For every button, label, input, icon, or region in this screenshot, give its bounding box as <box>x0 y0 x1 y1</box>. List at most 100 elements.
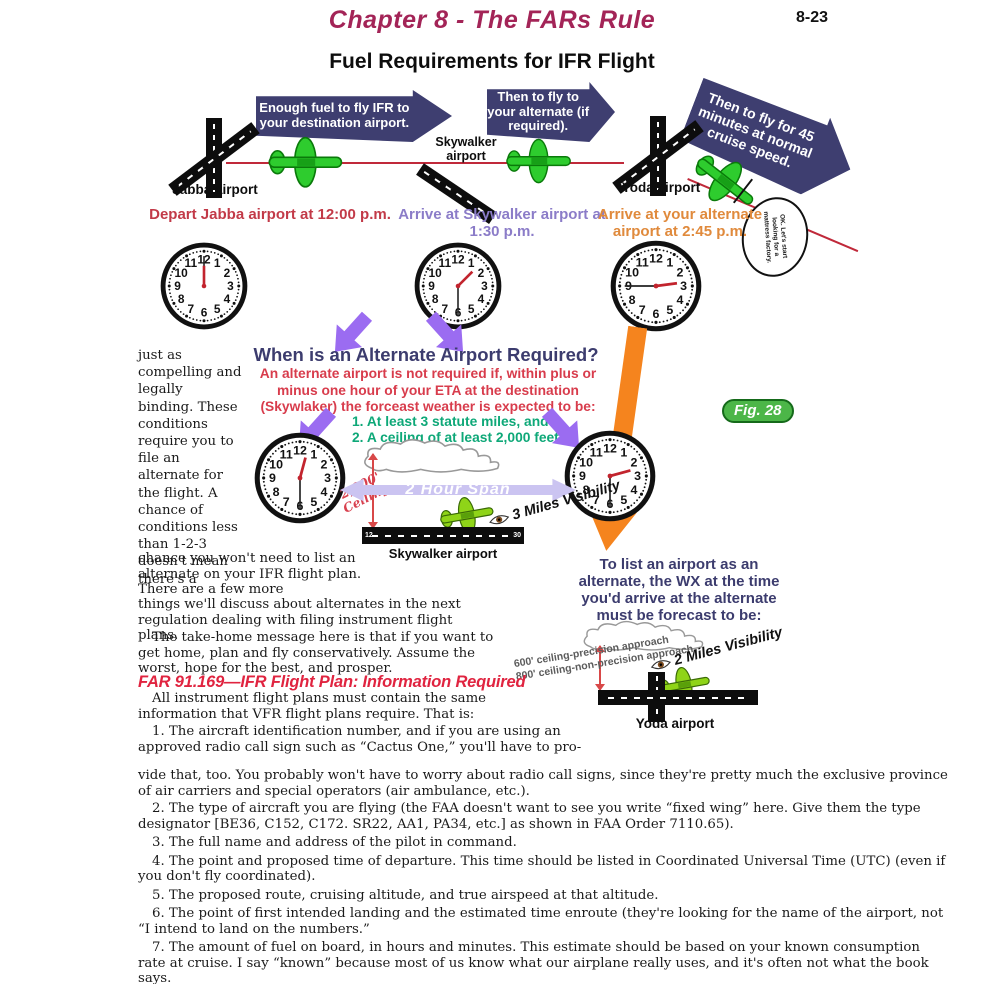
svg-text:7: 7 <box>593 493 600 507</box>
alternate-heading: When is an Alternate Airport Required? <box>253 344 599 365</box>
svg-text:1: 1 <box>310 447 317 461</box>
body-col2: chance you won't need to list an alterna… <box>138 551 362 597</box>
flight-plan-item: 3. The full name and address of the pilo… <box>152 835 517 850</box>
svg-text:12: 12 <box>649 252 663 266</box>
svg-text:3: 3 <box>481 279 488 293</box>
svg-text:2: 2 <box>630 455 637 469</box>
figure-title: Fuel Requirements for IFR Flight <box>329 50 655 73</box>
body-col3: things we'll discuss about alternates in… <box>138 597 461 643</box>
arrive-alternate-label: Arrive at your alternate airport at 2:45… <box>597 206 763 241</box>
svg-text:5: 5 <box>310 495 317 509</box>
figure-label: Fig. 28 <box>722 399 794 423</box>
svg-text:1: 1 <box>468 256 475 270</box>
alternate-condition-text: An alternate airport is not required if,… <box>259 366 597 415</box>
yoda-runway <box>598 690 758 705</box>
svg-text:11: 11 <box>636 255 649 269</box>
yoda-airport-icon <box>606 116 710 202</box>
svg-text:10: 10 <box>175 266 189 280</box>
svg-text:3: 3 <box>227 279 234 293</box>
svg-text:4: 4 <box>676 293 683 307</box>
svg-text:3: 3 <box>324 471 331 485</box>
svg-text:4: 4 <box>224 292 231 306</box>
svg-text:8: 8 <box>432 292 439 306</box>
body-item1b: vide that, too. You probably won't have … <box>138 768 948 799</box>
svg-text:11: 11 <box>590 445 603 459</box>
chapter-title: Chapter 8 - The FARs Rule <box>328 6 656 34</box>
svg-text:8: 8 <box>629 293 636 307</box>
jabba-airport-icon <box>162 118 266 204</box>
body-intro: All instrument flight plans must contain… <box>138 691 487 722</box>
far-heading: FAR 91.169—IFR Flight Plan: Information … <box>138 673 526 691</box>
airplane-icon <box>266 136 348 188</box>
svg-text:8: 8 <box>273 485 280 499</box>
arrow-label: Then to fly to your alternate (if requir… <box>487 89 590 134</box>
eye-icon <box>649 656 674 674</box>
svg-text:10: 10 <box>579 455 593 469</box>
svg-text:12: 12 <box>603 442 617 456</box>
skywalker-runway: 12 30 <box>362 527 524 544</box>
body-takehome: The take-home message here is that if yo… <box>138 630 494 676</box>
alternate-ceiling-line <box>595 645 605 691</box>
jabba-airport-label: Jabba airport <box>172 182 258 197</box>
svg-text:10: 10 <box>269 457 283 471</box>
svg-text:5: 5 <box>666 303 673 317</box>
svg-text:5: 5 <box>620 493 627 507</box>
body-col1: just as compelling and legally binding. … <box>138 348 242 587</box>
svg-text:7: 7 <box>283 495 290 509</box>
cloud-icon <box>580 620 732 651</box>
svg-text:6: 6 <box>201 305 208 319</box>
svg-text:4: 4 <box>478 292 485 306</box>
svg-text:11: 11 <box>280 447 293 461</box>
svg-text:4: 4 <box>320 485 327 499</box>
runway-number-right: 30 <box>513 532 521 539</box>
yoda-bottom-label: Yoda airport <box>635 716 715 731</box>
svg-text:1: 1 <box>666 255 673 269</box>
alternate-item-1: 1. At least 3 statute miles, and <box>352 414 549 429</box>
svg-text:9: 9 <box>174 279 181 293</box>
svg-text:5: 5 <box>214 302 221 316</box>
svg-text:11: 11 <box>185 256 198 270</box>
skywalker-airport-label: Skywalker airport <box>435 135 497 163</box>
page-number: 8-23 <box>796 9 829 26</box>
arrow-label: Enough fuel to fly IFR to your destinati… <box>259 100 410 130</box>
svg-text:10: 10 <box>625 265 639 279</box>
svg-text:8: 8 <box>583 483 590 497</box>
svg-text:3: 3 <box>680 279 687 293</box>
svg-text:4: 4 <box>630 483 637 497</box>
svg-text:5: 5 <box>468 302 475 316</box>
airplane-icon <box>504 138 576 186</box>
svg-text:7: 7 <box>639 303 646 317</box>
visibility-3mi: 3 Miles Visibility <box>486 477 622 530</box>
flight-plan-item: 2. The type of aircraft you are flying (… <box>138 801 921 832</box>
flight-plan-item: 7. The amount of fuel on board, in hours… <box>138 940 929 984</box>
svg-text:2: 2 <box>224 266 231 280</box>
svg-text:2: 2 <box>676 265 683 279</box>
runway-number-left: 12 <box>365 532 373 539</box>
svg-text:10: 10 <box>429 266 443 280</box>
svg-text:7: 7 <box>441 302 448 316</box>
arrow-fuel-alternate: Then to fly to your alternate (if requir… <box>487 82 615 142</box>
yoda-airport-label: Yoda airport <box>621 180 701 195</box>
body-item1a: 1. The aircraft identification number, a… <box>138 724 582 755</box>
svg-text:11: 11 <box>439 256 452 270</box>
svg-text:1: 1 <box>620 445 627 459</box>
flight-plan-item: 6. The point of first intended landing a… <box>138 906 944 937</box>
alternate-wx-heading: To list an airport as an alternate, the … <box>578 556 780 625</box>
svg-text:9: 9 <box>579 469 586 483</box>
skywalker-bottom-label: Skywalker airport <box>388 546 498 561</box>
flight-plan-item: 5. The proposed route, cruising altitude… <box>152 887 659 903</box>
svg-text:2: 2 <box>320 457 327 471</box>
body-items: 2. The type of aircraft you are flying (… <box>138 801 950 984</box>
svg-text:1: 1 <box>214 256 221 270</box>
svg-text:6: 6 <box>653 307 660 321</box>
depart-label: Depart Jabba airport at 12:00 p.m. <box>149 206 391 223</box>
svg-text:7: 7 <box>187 302 194 316</box>
svg-text:12: 12 <box>293 444 307 458</box>
visibility-2mi: 2 Miles Visibility <box>648 625 784 676</box>
